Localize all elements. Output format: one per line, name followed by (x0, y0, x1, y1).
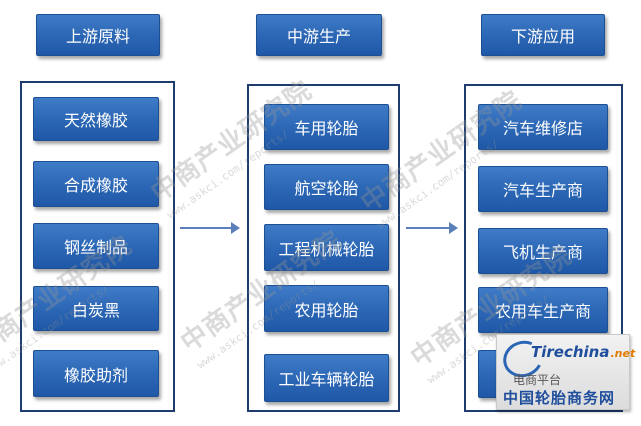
downstream-frame (464, 84, 623, 412)
logo-brand: Tirechina.net (531, 343, 636, 361)
downstream-item: 飞机生产商 (478, 228, 608, 274)
midstream-item: 航空轮胎 (264, 164, 389, 210)
header-upstream: 上游原料 (36, 14, 160, 56)
header-downstream: 下游应用 (481, 14, 605, 56)
midstream-item: 车用轮胎 (264, 104, 389, 150)
midstream-item: 工业车辆轮胎 (264, 354, 389, 402)
arrow-upstream-to-midstream (180, 222, 240, 234)
downstream-item: 汽车维修店 (478, 104, 608, 150)
upstream-item: 钢丝制品 (33, 223, 159, 269)
upstream-item: 合成橡胶 (33, 161, 159, 207)
upstream-item: 白炭黑 (33, 286, 159, 331)
upstream-item: 天然橡胶 (33, 97, 159, 141)
upstream-item: 橡胶助剂 (33, 350, 159, 397)
logo-subtitle: 电商平台 (513, 373, 562, 387)
downstream-item: 农用车生产商 (478, 287, 608, 333)
upstream-frame (20, 81, 175, 412)
logo-name: 中国轮胎商务网 (503, 389, 616, 407)
midstream-frame (247, 84, 400, 412)
downstream-item: 汽车生产商 (478, 166, 608, 212)
midstream-item: 农用轮胎 (264, 285, 389, 332)
midstream-item: 工程机械轮胎 (264, 224, 389, 271)
header-midstream: 中游生产 (256, 14, 382, 56)
tirechina-logo: Tirechina.net 电商平台 中国轮胎商务网 (496, 334, 635, 410)
arrow-midstream-to-downstream (406, 222, 458, 234)
